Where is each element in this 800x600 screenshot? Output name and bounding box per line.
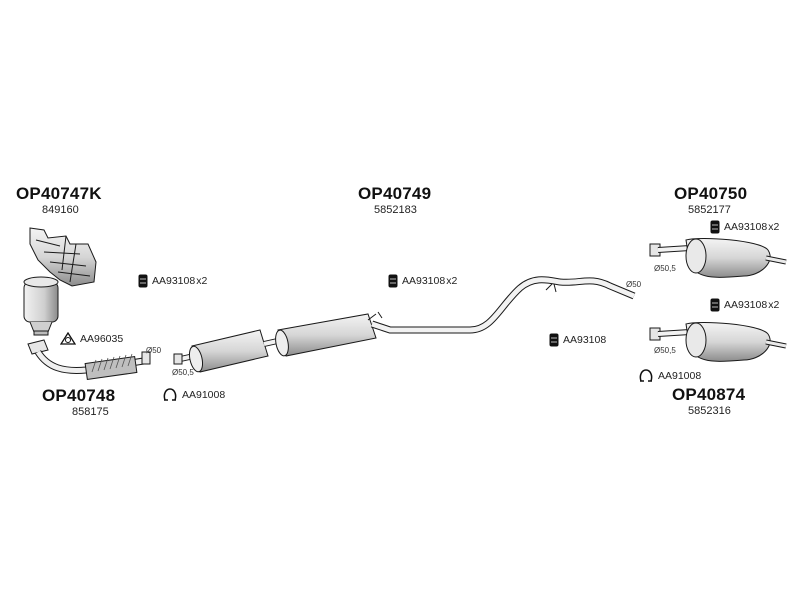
part-code-rear-lower[interactable]: OP40874 <box>672 385 746 404</box>
part-code-manifold[interactable]: OP40747K <box>16 184 102 203</box>
front-pipe-drawing[interactable] <box>27 339 151 380</box>
accessory-clamp-right[interactable]: AA91008 <box>638 369 701 383</box>
rear-silencer-lower-drawing[interactable] <box>649 322 787 362</box>
accessory-code: AA93108 <box>724 221 768 233</box>
gasket-icon <box>60 332 76 345</box>
rubber-mount-icon <box>138 274 148 288</box>
part-code-front-pipe[interactable]: OP40748 <box>42 386 116 405</box>
diameter-front-pipe-end: Ø50 <box>146 346 162 355</box>
diameter-middle-inlet: Ø50,5 <box>172 368 194 377</box>
part-number-front-pipe: 858175 <box>72 406 109 418</box>
middle-silencer-drawing[interactable] <box>173 276 636 373</box>
part-code-middle[interactable]: OP40749 <box>358 184 432 203</box>
clamp-icon <box>163 388 177 401</box>
accessory-code: AA93108 <box>402 275 446 287</box>
diameter-middle-outlet: Ø50 <box>626 280 642 289</box>
part-number-middle: 5852183 <box>374 204 417 216</box>
rubber-mount-icon <box>549 333 559 347</box>
part-number-rear-upper: 5852177 <box>688 204 731 216</box>
rubber-mount-icon <box>710 220 720 234</box>
accessory-code: AA93108 <box>724 299 768 311</box>
accessory-qty: x2 <box>196 275 208 287</box>
rear-silencer-upper-drawing[interactable] <box>649 238 787 278</box>
part-number-manifold: 849160 <box>42 204 79 216</box>
accessory-code: AA93108 <box>563 334 607 346</box>
accessory-code: AA93108 <box>152 275 196 287</box>
accessory-qty: x2 <box>768 299 780 311</box>
diameter-rear-upper-inlet: Ø50,5 <box>654 264 676 273</box>
accessory-mount-single[interactable]: AA93108 <box>549 333 606 347</box>
part-number-rear-lower: 5852316 <box>688 405 731 417</box>
accessory-qty: x2 <box>446 275 458 287</box>
accessory-code: AA96035 <box>80 332 124 345</box>
manifold-catalyst-drawing[interactable] <box>23 227 97 336</box>
accessory-code: AA91008 <box>182 389 226 401</box>
accessory-gasket[interactable]: AA96035 <box>60 332 123 345</box>
clamp-icon <box>639 369 653 382</box>
accessory-code: AA91008 <box>658 370 702 382</box>
rubber-mount-icon <box>710 298 720 312</box>
accessory-qty: x2 <box>768 221 780 233</box>
part-code-rear-upper[interactable]: OP40750 <box>674 184 748 203</box>
rubber-mount-icon <box>388 274 398 288</box>
diameter-rear-lower-inlet: Ø50,5 <box>654 346 676 355</box>
accessory-clamp-left[interactable]: AA91008 <box>162 388 225 402</box>
